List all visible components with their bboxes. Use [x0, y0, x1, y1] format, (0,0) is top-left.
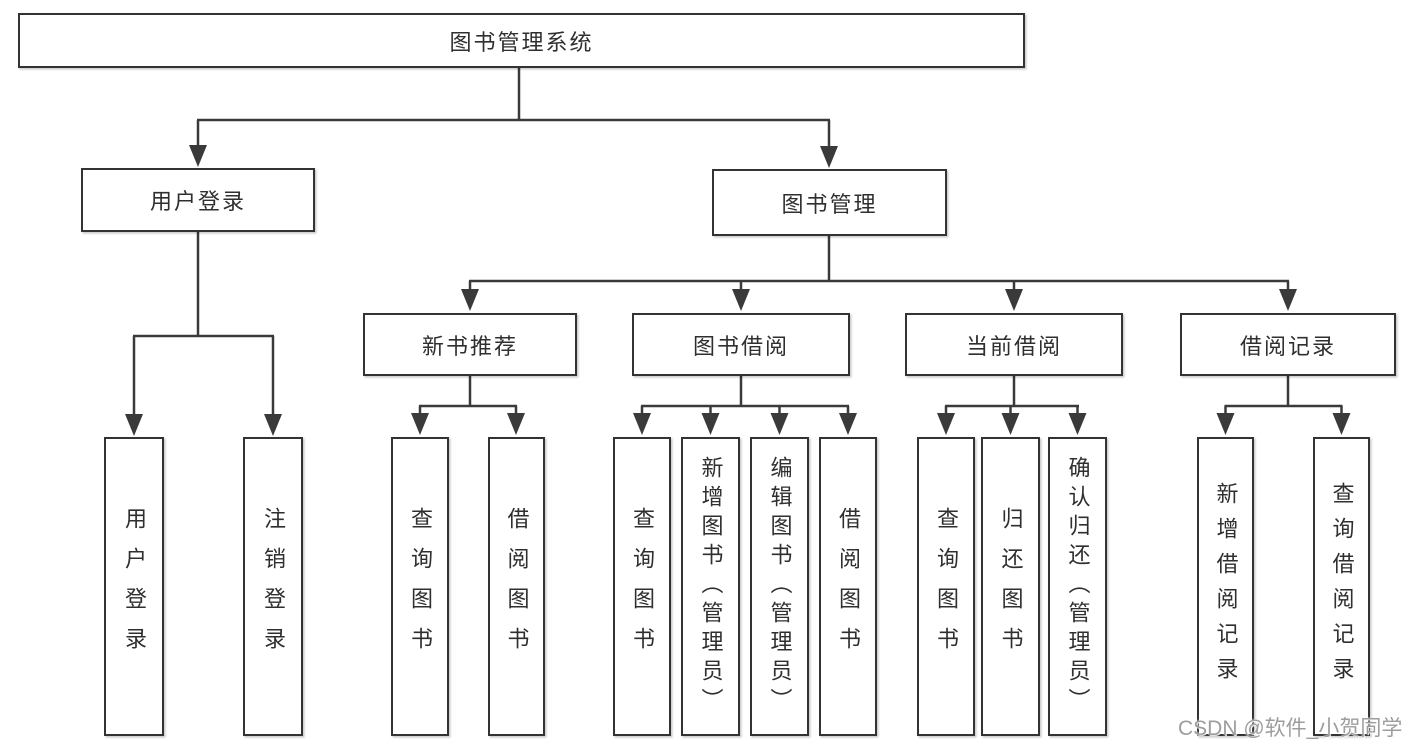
connector-book-borrow	[633, 376, 857, 435]
arrow-down-icon	[633, 413, 651, 435]
node-current-borrow: 当前借阅	[905, 313, 1123, 376]
connector-book-management	[461, 236, 1297, 311]
node-new-book-recommend: 新书推荐	[363, 313, 577, 376]
node-book-borrow: 图书借阅	[632, 313, 850, 376]
leaf-current-return: 归还图书	[981, 437, 1040, 736]
arrow-down-icon	[1279, 289, 1297, 311]
node-book-management: 图书管理	[712, 169, 947, 236]
arrow-down-icon	[1332, 413, 1351, 435]
leaf-current-query: 查询图书	[917, 437, 975, 736]
arrow-down-icon	[937, 413, 955, 435]
leaf-borrow-edit-admin: 编辑图书（管理员）	[750, 437, 809, 736]
arrow-down-icon	[125, 414, 143, 436]
arrow-down-icon	[839, 413, 857, 435]
leaf-borrow-add-admin-label: 新增图书（管理员）	[698, 456, 724, 717]
leaf-current-confirm-admin: 确认归还（管理员）	[1048, 437, 1107, 736]
arrow-down-icon	[701, 413, 720, 435]
csdn-watermark: CSDN @软件_小贺同学	[1178, 717, 1403, 740]
arrow-down-icon	[1001, 413, 1020, 435]
connector-current-borrow	[937, 376, 1087, 435]
node-book-borrow-label: 图书借阅	[692, 333, 789, 359]
node-borrow-records-label: 借阅记录	[1239, 333, 1336, 359]
node-user-login-label: 用户登录	[149, 189, 246, 214]
node-borrow-records: 借阅记录	[1180, 313, 1396, 376]
arrow-down-icon	[461, 289, 479, 311]
node-root: 图书管理系统	[18, 13, 1025, 68]
arrow-down-icon	[189, 145, 207, 167]
node-new-book-recommend-label: 新书推荐	[421, 333, 518, 359]
arrow-down-icon	[732, 289, 750, 311]
leaf-current-confirm-admin-label: 确认归还（管理员）	[1065, 456, 1091, 717]
leaf-user-login-label: 用户登录	[122, 506, 147, 667]
leaf-records-add-label: 新增借阅记录	[1213, 481, 1239, 692]
arrow-down-icon	[507, 413, 525, 435]
leaf-logout-label: 注销登录	[261, 506, 286, 667]
leaf-current-query-label: 查询图书	[934, 506, 959, 667]
leaf-borrow-add-admin: 新增图书（管理员）	[681, 437, 740, 736]
leaf-records-add: 新增借阅记录	[1197, 437, 1254, 736]
node-book-management-label: 图书管理	[781, 191, 878, 217]
connector-new-book	[411, 376, 525, 435]
node-root-label: 图书管理系统	[449, 29, 594, 55]
leaf-newbook-borrow-label: 借阅图书	[504, 506, 530, 667]
leaf-borrow-query: 查询图书	[613, 437, 671, 736]
leaf-records-query: 查询借阅记录	[1313, 437, 1370, 736]
leaf-newbook-query-label: 查询图书	[408, 506, 433, 667]
leaf-logout: 注销登录	[243, 437, 303, 736]
leaf-current-return-label: 归还图书	[998, 506, 1024, 667]
arrow-down-icon	[820, 146, 838, 168]
connector-borrow-records	[1216, 376, 1351, 435]
node-current-borrow-label: 当前借阅	[965, 333, 1062, 359]
arrow-down-icon	[264, 414, 282, 436]
arrow-down-icon	[770, 413, 789, 435]
node-user-login: 用户登录	[81, 168, 315, 232]
connector-user-login	[125, 232, 282, 436]
arrow-down-icon	[1068, 413, 1087, 435]
leaf-newbook-query: 查询图书	[391, 437, 449, 736]
leaf-borrow-book: 借阅图书	[819, 437, 877, 736]
arrow-down-icon	[1216, 413, 1235, 435]
leaf-user-login: 用户登录	[104, 437, 164, 736]
leaf-borrow-book-label: 借阅图书	[836, 506, 861, 667]
leaf-borrow-query-label: 查询图书	[630, 506, 655, 667]
arrow-down-icon	[411, 413, 429, 435]
leaf-records-query-label: 查询借阅记录	[1329, 481, 1355, 692]
arrow-down-icon	[1005, 289, 1023, 311]
leaf-borrow-edit-admin-label: 编辑图书（管理员）	[767, 456, 793, 717]
leaf-newbook-borrow: 借阅图书	[488, 437, 545, 736]
connector-root-level2	[189, 68, 838, 168]
